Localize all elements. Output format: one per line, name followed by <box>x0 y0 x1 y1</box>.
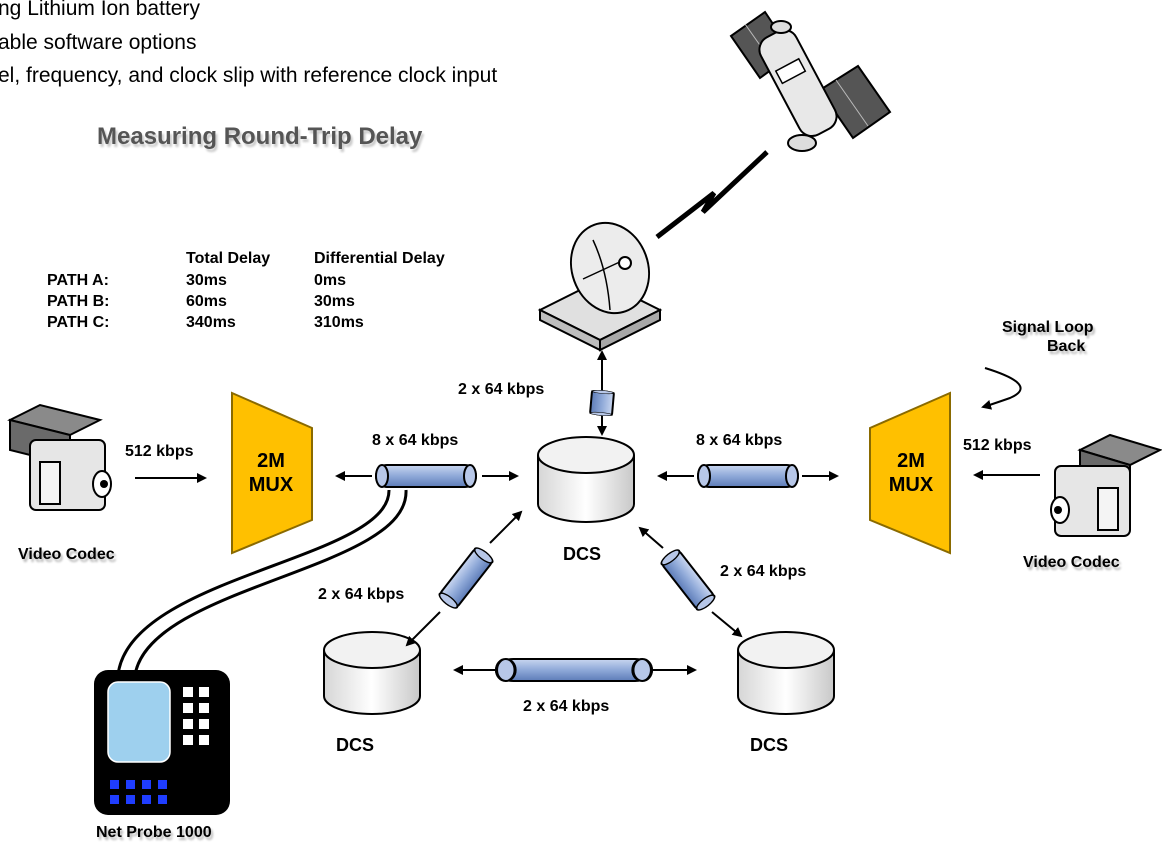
left-video-codec-label: Video Codec <box>18 546 115 563</box>
table-row-a-path: PATH A: <box>47 272 109 289</box>
table-row-a-total: 30ms <box>186 272 227 289</box>
diag-right-cable <box>638 526 743 638</box>
right-link-label: 8 x 64 kbps <box>696 432 783 449</box>
uplink-label: 2 x 64 kbps <box>458 381 545 398</box>
probe-cables <box>116 489 408 676</box>
dcs-left-label: DCS <box>336 735 375 755</box>
dcs-right-icon <box>737 631 835 715</box>
bottom-link-cable <box>453 657 697 683</box>
left-mux-label: 2M MUX <box>232 449 310 497</box>
diag-left-label: 2 x 64 kbps <box>318 586 405 603</box>
table-header-differential: Differential Delay <box>314 250 445 267</box>
dcs-center-label: DCS <box>563 544 602 564</box>
dcs-left-icon <box>323 631 421 715</box>
diag-right-label: 2 x 64 kbps <box>720 563 807 580</box>
dcs-right-label: DCS <box>750 735 789 755</box>
satellite-icon <box>729 10 892 152</box>
left-link-cable <box>335 464 519 488</box>
right-link-cable <box>657 464 839 488</box>
right-video-codec-label: Video Codec <box>1023 554 1120 571</box>
dcs-center-icon <box>537 436 635 523</box>
wireless-link-icon <box>655 150 769 239</box>
left-video-codec-icon <box>7 403 112 511</box>
right-mux-shape <box>869 391 951 555</box>
probe-label: Net Probe 1000 <box>96 824 212 841</box>
left-mux-line2: MUX <box>248 474 294 496</box>
table-row-b-path: PATH B: <box>47 293 110 310</box>
right-mux-line1: 2M <box>897 450 925 472</box>
left-rate-label: 512 kbps <box>125 443 194 460</box>
diag-left-cable <box>405 510 523 647</box>
signal-back-label: Back <box>1047 338 1086 355</box>
table-row-c-differential: 310ms <box>314 314 364 331</box>
right-rate-label: 512 kbps <box>963 437 1032 454</box>
table-row-a-differential: 0ms <box>314 272 347 289</box>
right-mux-line2: MUX <box>888 474 934 496</box>
table-row-c-total: 340ms <box>186 314 236 331</box>
left-mux-line1: 2M <box>257 450 285 472</box>
diagram-title: Measuring Round-Trip Delay <box>97 123 423 150</box>
left-mux-shape <box>231 391 313 555</box>
table-row-c-path: PATH C: <box>47 314 110 331</box>
loop-back-arrow <box>981 367 1022 410</box>
right-video-codec-icon <box>1050 433 1162 537</box>
right-mux-label: 2M MUX <box>872 449 950 497</box>
left-link-label: 8 x 64 kbps <box>372 432 459 449</box>
bottom-link-label: 2 x 64 kbps <box>523 698 610 715</box>
satellite-dish-icon <box>537 221 663 352</box>
uplink-cable <box>588 350 616 436</box>
intro-line-3: el, frequency, and clock slip with refer… <box>0 64 498 87</box>
net-probe-icon <box>94 670 230 815</box>
table-row-b-total: 60ms <box>186 293 227 310</box>
intro-line-1: ng Lithium Ion battery <box>0 0 200 20</box>
table-header-total: Total Delay <box>186 250 271 267</box>
signal-loop-label: Signal Loop <box>1002 319 1094 336</box>
intro-line-2: able software options <box>0 31 197 54</box>
table-row-b-differential: 30ms <box>314 293 355 310</box>
